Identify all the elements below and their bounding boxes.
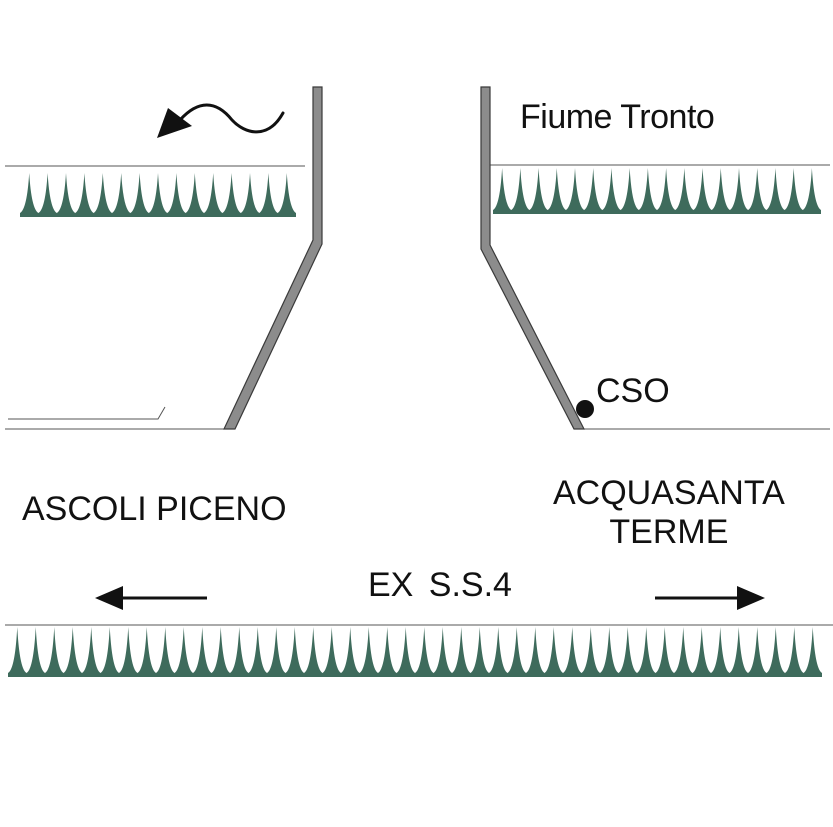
- grass-spikes: [20, 173, 296, 217]
- curved-arrow-left-icon: [157, 103, 285, 138]
- grass-spikes: [8, 627, 822, 677]
- acquasanta-terme-label: ACQUASANTA TERME: [553, 474, 785, 552]
- vegetation-row-left-bank: [20, 173, 296, 217]
- ascoli-piceno-label: ASCOLI PICENO: [22, 490, 287, 528]
- river-name-label: Fiume Tronto: [520, 98, 715, 136]
- cso-label: CSO: [596, 372, 670, 410]
- dot-marker-icon: [576, 400, 594, 418]
- right-channel-wall: [480, 86, 585, 430]
- road-name-label: EX S.S.4: [368, 566, 512, 604]
- acquasanta-line-2: TERME: [609, 513, 729, 551]
- left-channel-wall: [223, 86, 323, 430]
- acquasanta-line-1: ACQUASANTA: [553, 474, 785, 512]
- arrow-left-icon: [95, 586, 207, 610]
- left-bank-step-line: [8, 406, 166, 420]
- arrow-right-icon: [655, 586, 765, 610]
- vegetation-row-right-bank: [493, 168, 821, 214]
- vegetation-row-road: [8, 627, 822, 677]
- grass-spikes: [493, 168, 821, 214]
